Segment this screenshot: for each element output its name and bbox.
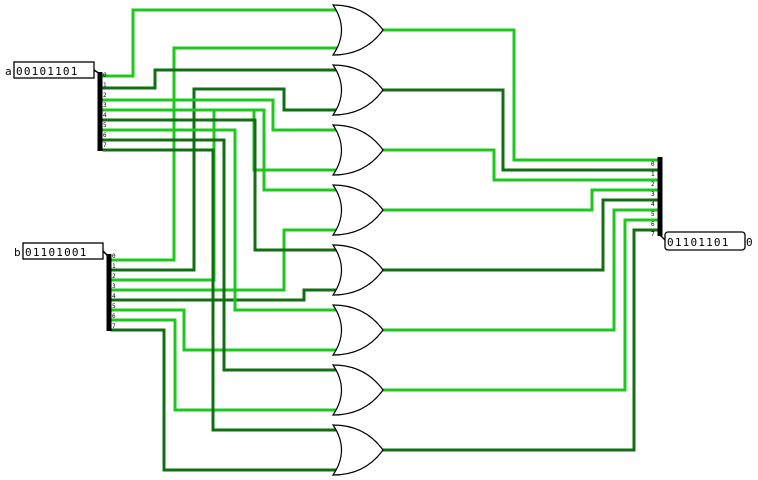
wire-gate1-to-out1 [380,88,660,172]
wire-gate2-to-out2 [380,148,660,182]
splitter-b-tick: 6 [112,313,116,320]
splitter-out-tick: 7 [651,231,655,238]
wires [102,8,660,472]
input-b-label: b [14,246,21,259]
splitter-out-tick: 6 [651,221,655,228]
wire-b5-to-gate5 [110,308,344,352]
splitter-out-tick: 4 [651,201,655,208]
wire-gate4-to-out4 [380,198,660,272]
splitter-a-tick: 7 [103,142,107,149]
splitter-a-tick: 0 [103,72,107,79]
wire-b1-to-gate1 [110,87,344,272]
or-gate-2[interactable] [331,124,384,176]
wire-b6-to-gate6 [110,318,344,412]
splitter-a-tick: 1 [103,82,107,89]
wire-gate3-to-out3 [380,188,660,212]
splitter-out-tick: 1 [651,171,655,178]
or-gate-7[interactable] [331,424,384,476]
splitter-out-tick: 0 [651,161,655,168]
wire-a3-to-gate3 [102,108,344,192]
splitter-out-ticks: 0 1 2 3 4 5 6 7 [651,161,655,238]
wire-a6-to-gate6 [102,138,344,372]
or-gate-5[interactable] [331,304,384,356]
wire-a1-to-gate1 [102,68,344,90]
output-value: 01101101 [667,236,730,249]
splitter-out-tick: 2 [651,181,655,188]
wire-gate7-to-out7 [380,228,660,452]
splitter-b-tick: 1 [112,263,116,270]
input-a-value: 00101101 [16,65,79,78]
wire-a0-to-gate0 [102,8,344,78]
wire-a4-to-gate4 [102,118,344,252]
output-label: 0 [746,236,753,249]
splitter-a-ticks: 0 1 2 3 4 5 6 7 [103,72,107,149]
wire-gate6-to-out6 [380,218,660,392]
splitter-a-tick: 2 [103,92,107,99]
splitter-a-tick: 3 [103,102,107,109]
splitter-b-ticks: 0 1 2 3 4 5 6 7 [112,253,116,330]
input-b-value: 01101001 [25,246,88,259]
splitter-b-tick: 5 [112,303,116,310]
splitter-a-tick: 6 [103,132,107,139]
wire-a2-to-gate2 [102,98,344,132]
or-gate-1[interactable] [331,64,384,116]
splitter-a-tick: 5 [103,122,107,129]
wire-b4-to-gate4 [110,288,344,302]
splitter-a-tick: 4 [103,112,107,119]
or-gate-6[interactable] [331,364,384,416]
splitter-b-tick: 0 [112,253,116,260]
splitter-b-tick: 2 [112,273,116,280]
wire-a5-to-gate5 [102,128,344,312]
wire-a7-to-gate7 [102,148,344,432]
wire-b3-to-gate3 [110,228,344,292]
wire-b7-to-gate7 [110,328,344,472]
gates [331,4,384,476]
splitter-out-tick: 5 [651,211,655,218]
or-gate-0[interactable] [331,4,384,56]
splitter-b-tick: 3 [112,283,116,290]
output-box[interactable] [664,231,746,251]
splitter-b-tick: 7 [112,323,116,330]
or-gate-3[interactable] [331,184,384,236]
wire-b2-to-gate2 [110,108,344,282]
input-a-label: a [5,65,12,78]
output-pin[interactable]: 01101101 0 [659,231,753,251]
or-gate-4[interactable] [331,244,384,296]
wire-b0-to-gate0 [110,46,344,262]
input-pin-b[interactable]: b 01101001 [14,242,109,260]
input-pin-a[interactable]: a 00101101 [5,61,101,79]
wire-gate5-to-out5 [380,208,660,332]
wire-gate0-to-out0 [380,28,660,162]
splitter-out-tick: 3 [651,191,655,198]
splitter-b-tick: 4 [112,293,116,300]
